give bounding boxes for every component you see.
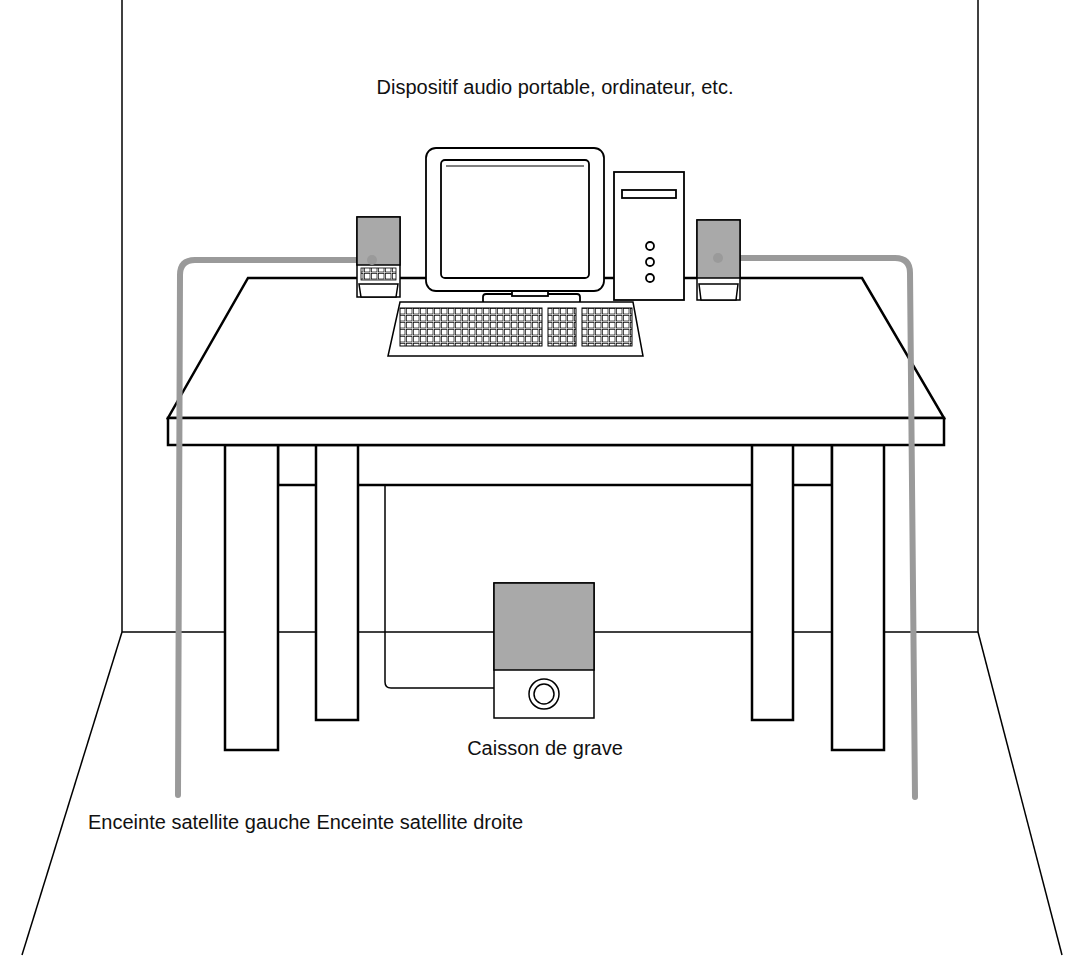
speaker-label: Enceinte satellite gauche [88, 810, 310, 834]
device-label: Dispositif audio portable, ordinateur, e… [377, 75, 734, 99]
subwoofer-label: Caisson de grave [467, 736, 623, 760]
speaker-label: Enceinte satellite droite [316, 810, 523, 834]
